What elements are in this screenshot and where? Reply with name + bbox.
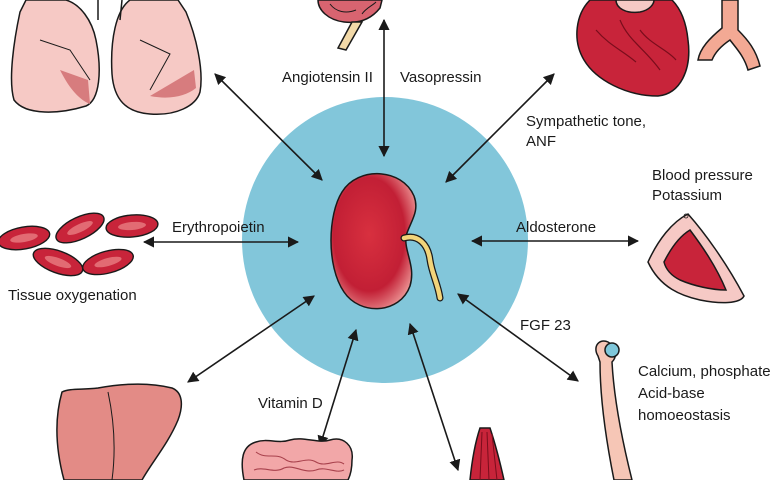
label-angiotensin: Angiotensin II — [282, 69, 373, 86]
label-fgf23: FGF 23 — [520, 317, 571, 334]
muscle-icon — [469, 427, 505, 480]
arrows — [142, 18, 640, 472]
label-erythropoietin: Erythropoietin — [172, 219, 265, 236]
lungs-icon — [10, 0, 202, 115]
label-tissue-oxygenation: Tissue oxygenation — [8, 287, 137, 304]
label-vasopressin: Vasopressin — [400, 69, 481, 86]
liver-icon — [56, 383, 183, 480]
arrow-muscle — [407, 322, 461, 472]
label-vitamin-d: Vitamin D — [258, 395, 323, 412]
arrow-intestine — [317, 328, 359, 448]
arrow-bone — [457, 293, 579, 382]
adrenal-gland-icon — [647, 213, 745, 304]
arrow-heart — [445, 73, 555, 183]
arrow-lungs — [214, 73, 323, 181]
kidney-icon — [330, 172, 444, 310]
label-anf: ANF — [526, 133, 556, 150]
bone-icon — [595, 340, 633, 480]
artery-icon — [697, 0, 761, 71]
label-calcium-phosphate: Calcium, phosphate — [638, 363, 770, 380]
label-aldosterone: Aldosterone — [516, 219, 596, 236]
label-acid-base: Acid-base — [638, 385, 705, 402]
blood-cells-icon — [0, 212, 159, 277]
arrow-liver — [187, 295, 315, 383]
label-blood-pressure: Blood pressure — [652, 167, 753, 184]
label-potassium: Potassium — [652, 187, 722, 204]
brain-icon — [317, 0, 383, 51]
intestine-icon — [241, 438, 353, 480]
heart-icon — [576, 0, 690, 97]
label-sympathetic: Sympathetic tone, — [526, 113, 646, 130]
label-homoeostasis: homoeostasis — [638, 407, 731, 424]
